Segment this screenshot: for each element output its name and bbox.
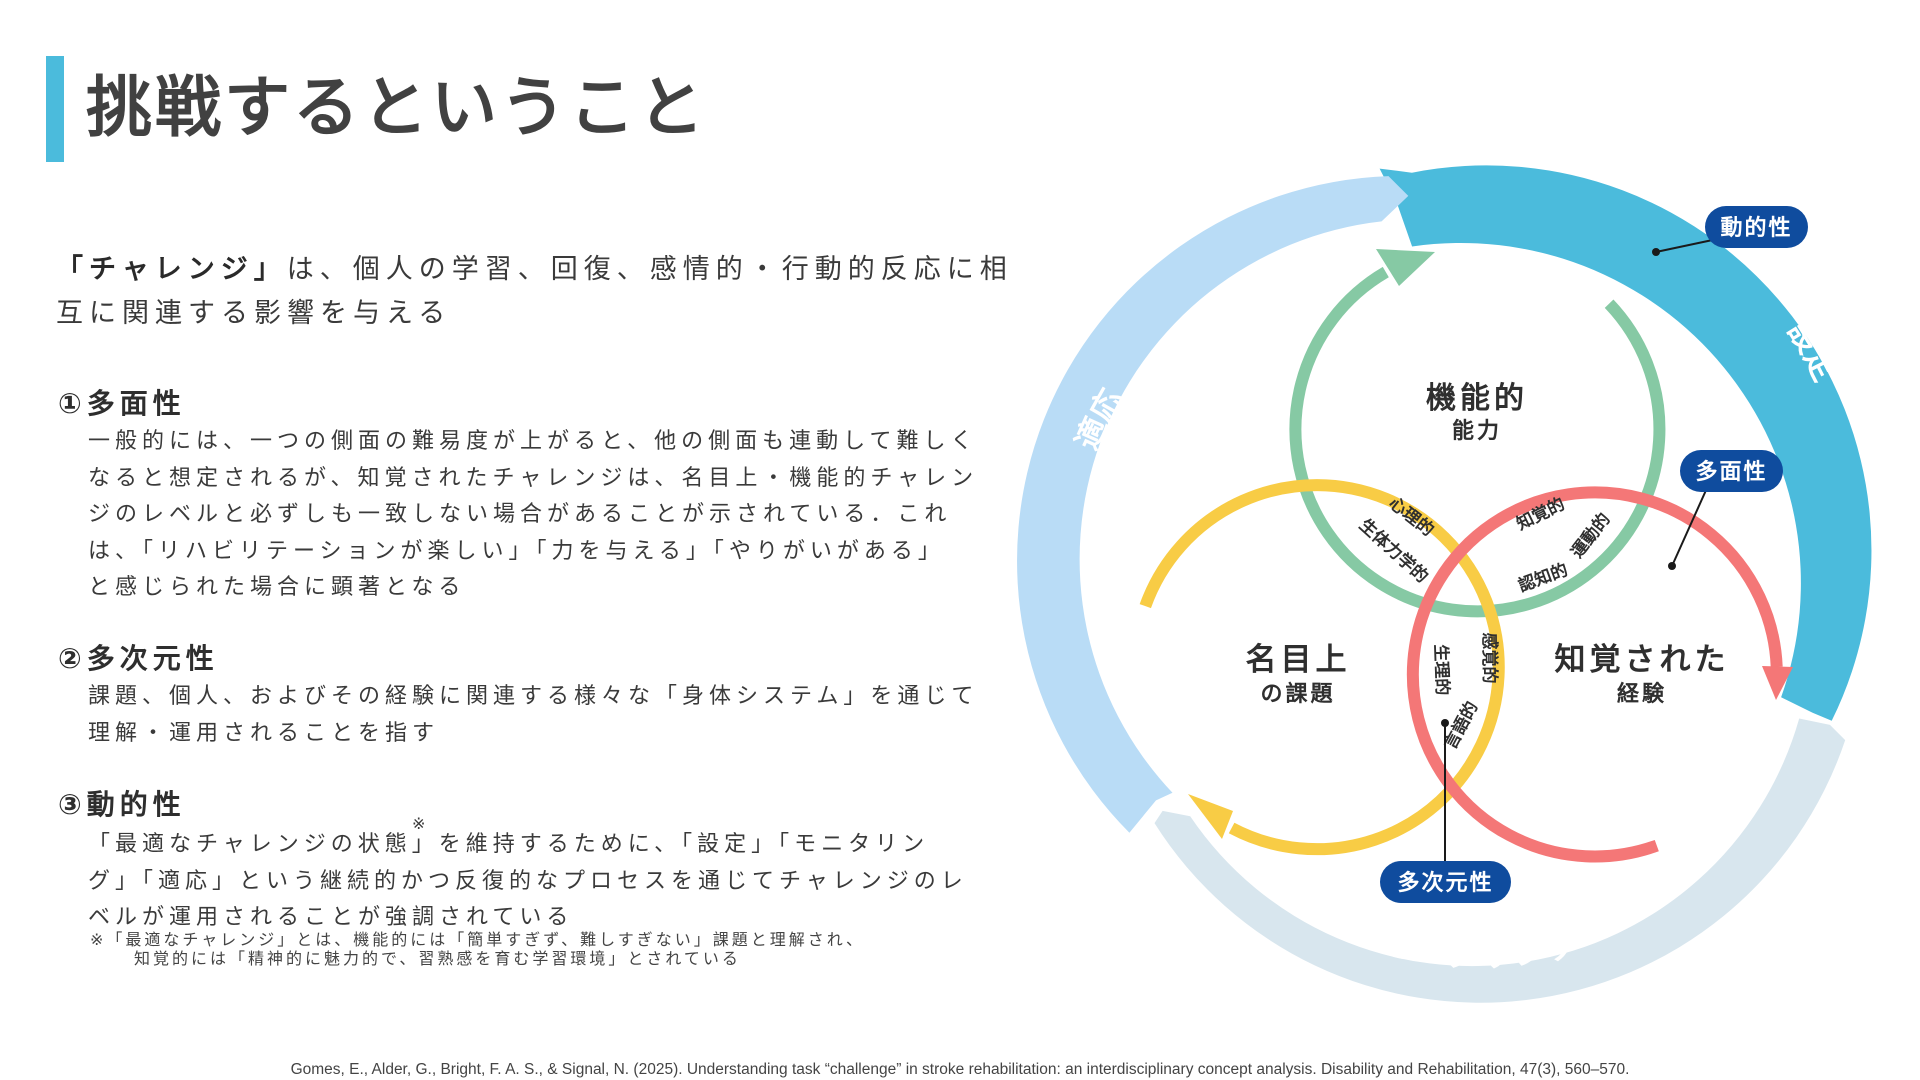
nominal-title: 名目上: [1246, 642, 1351, 678]
perceived-circle-arc: [1406, 486, 1783, 863]
section-body-line: は、「リハビリテーションが楽しい」「力を与える」「やりがいがある」: [88, 538, 945, 564]
multidimensional-pill: [1380, 861, 1511, 903]
section-body-line: 課題、個人、およびその経験に関連する様々な「身体システム」を通じて: [88, 684, 979, 709]
nominal-circle-arc: [1139, 479, 1505, 856]
multidimensional-pill-label: 多次元性: [1397, 870, 1493, 896]
section-body-line: グ」「適応」という継続的かつ反復的なプロセスを通じてチャレンジのレ: [88, 868, 968, 894]
multifaceted-leader-dot: [1668, 562, 1676, 570]
dynamic-pill-label: 動的性: [1720, 215, 1792, 241]
perceived-arrowhead: [1762, 666, 1793, 700]
section-body-line: ベルが運用されることが強調されている: [88, 905, 574, 930]
multidimensional-leader-dot: [1441, 719, 1449, 727]
section-body-line: と感じられた場合に顕著となる: [88, 575, 466, 600]
footnote-line: 知覚的には「精神的に魅力的で、習熟感を育む学習環境」とされている: [134, 949, 741, 968]
functional-arrowhead: [1376, 249, 1435, 286]
section-body-line: 一般的には、一つの側面の難易度が上がると、他の側面も連動して難しく: [88, 429, 978, 454]
functional-title: 機能的: [1426, 381, 1528, 416]
perceived-subtitle: 経験: [1617, 681, 1667, 707]
section-body-line: 理解・運用されることを指す: [88, 720, 440, 746]
dynamic-pill: [1705, 206, 1808, 248]
sensory-label: 感覚的: [1479, 633, 1500, 684]
intro-body: は、個人の学習、回復、感情的・行動的反応に相互に関連する影響を与える: [56, 254, 1013, 329]
section-body-multifaceted: 一般的には、一つの側面の難易度が上がると、他の側面も連動して難しく なると想定さ…: [88, 424, 1018, 607]
section-heading-multifaceted: ①多面性: [58, 387, 186, 420]
section-heading-multidimensional: ②多次元性: [58, 642, 219, 675]
adaptation-arrow: [1017, 176, 1409, 833]
intro-emphasis: 「チャレンジ」: [56, 254, 287, 285]
page-title: 挑戦するということ: [86, 69, 707, 146]
multifaceted-pill: [1680, 450, 1783, 492]
physiological-label: 生理的: [1430, 644, 1453, 696]
perceived-title: 知覚された: [1555, 642, 1730, 678]
title-accent-bar: [46, 56, 64, 162]
section-body-multidimensional: 課題、個人、およびその経験に関連する様々な「身体システム」を通じて 理解・運用さ…: [88, 679, 1018, 752]
section-body-line: 「最適なチャレンジの状態」を維持するために、「設定」「モニタリン: [88, 832, 930, 857]
citation: Gomes, E., Alder, G., Bright, F. A. S., …: [290, 1061, 1630, 1078]
section-body-line: なると想定されるが、知覚されたチャレンジは、名目上・機能的チャレン: [88, 465, 979, 491]
multifaceted-pill-label: 多面性: [1695, 459, 1767, 485]
functional-subtitle: 能力: [1452, 418, 1502, 444]
footnote-line: ※「最適なチャレンジ」とは、機能的には「簡単すぎず、難しすぎない」課題と理解され…: [90, 930, 865, 949]
nominal-subtitle: の課題: [1260, 681, 1335, 707]
monitoring-arrow: [1154, 718, 1846, 1003]
psychological-label: 心理的: [1385, 493, 1438, 541]
section-body-dynamic: 「最適なチャレンジの状態」を維持するために、「設定」「モニタリン グ」「適応」と…: [88, 827, 1018, 937]
multifaceted-leader-line: [1671, 487, 1708, 567]
nominal-arrowhead: [1188, 794, 1233, 839]
footnote: ※「最適なチャレンジ」とは、機能的には「簡単すぎず、難しすぎない」課題と理解され…: [90, 930, 1010, 968]
functional-circle-arc: [1289, 266, 1666, 618]
setting-arrow: [1379, 165, 1872, 721]
section-body-line: ジのレベルと必ずしも一致しない場合があることが示されている．これ: [88, 502, 952, 527]
intro-text: 「チャレンジ」は、個人の学習、回復、感情的・行動的反応に相互に関連する影響を与え…: [56, 248, 1016, 336]
dynamic-leader-dot: [1652, 248, 1660, 256]
footnote-mark: ※: [412, 814, 426, 833]
section-heading-dynamic: ③動的性: [58, 788, 186, 821]
